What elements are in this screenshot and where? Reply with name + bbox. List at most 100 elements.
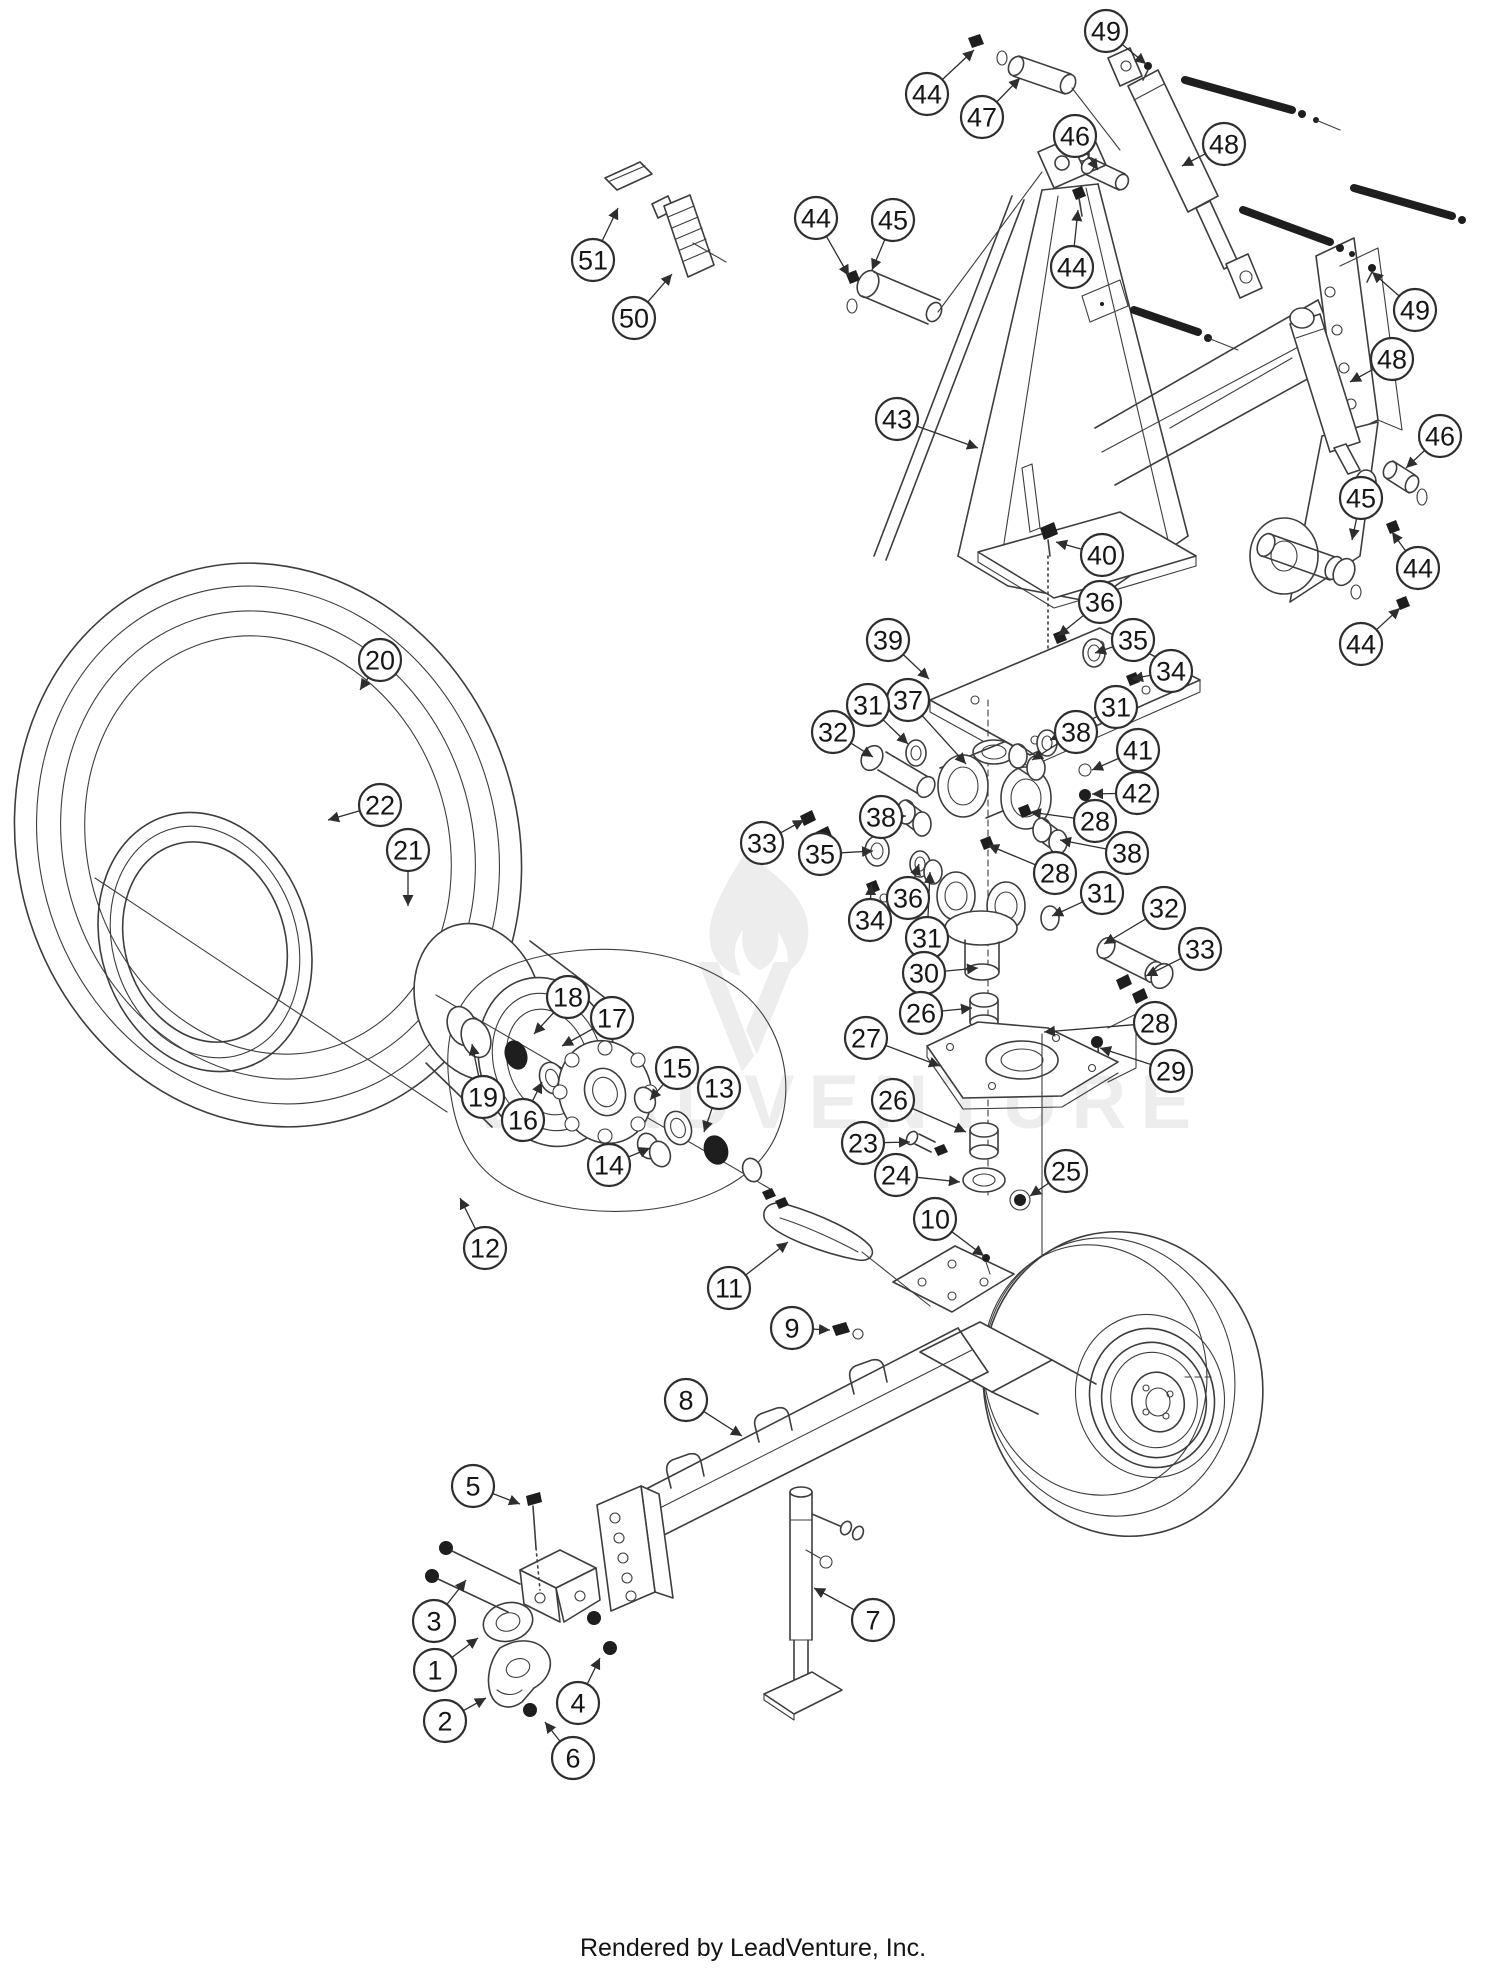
- callout-47[interactable]: 47: [959, 77, 1021, 140]
- callout-40[interactable]: 40: [1055, 532, 1125, 578]
- callout-46[interactable]: 46: [1405, 413, 1463, 469]
- balloon-circle[interactable]: [959, 94, 1005, 140]
- callout-46[interactable]: 46: [1052, 113, 1099, 171]
- balloon-circle[interactable]: [412, 1647, 458, 1693]
- balloon-circle[interactable]: [865, 617, 911, 663]
- callout-24[interactable]: 24: [873, 1152, 961, 1198]
- balloon-circle[interactable]: [847, 897, 893, 943]
- balloon-circle[interactable]: [611, 295, 657, 341]
- callout-2[interactable]: 2: [422, 1697, 487, 1744]
- callout-18[interactable]: 18: [533, 974, 591, 1035]
- balloon-circle[interactable]: [1104, 830, 1150, 876]
- balloon-circle[interactable]: [411, 1598, 457, 1644]
- balloon-circle[interactable]: [706, 1265, 752, 1311]
- balloon-circle[interactable]: [450, 1463, 496, 1509]
- callout-44[interactable]: 44: [1391, 531, 1441, 591]
- balloon-circle[interactable]: [586, 1142, 632, 1188]
- callout-37[interactable]: 37: [885, 677, 967, 765]
- balloon-circle[interactable]: [1052, 113, 1098, 159]
- callout-17[interactable]: 17: [561, 995, 635, 1047]
- callout-36[interactable]: 36: [1057, 579, 1123, 637]
- balloon-circle[interactable]: [696, 1065, 742, 1111]
- callout-28[interactable]: 28: [1043, 1000, 1178, 1046]
- balloon-circle[interactable]: [1093, 684, 1139, 730]
- balloon-circle[interactable]: [870, 1077, 916, 1123]
- balloon-circle[interactable]: [870, 197, 916, 243]
- balloon-circle[interactable]: [840, 1120, 886, 1166]
- callout-49[interactable]: 49: [1371, 271, 1438, 333]
- balloon-circle[interactable]: [1141, 885, 1187, 931]
- callout-48[interactable]: 48: [1181, 121, 1247, 167]
- balloon-circle[interactable]: [357, 637, 403, 683]
- balloon-circle[interactable]: [357, 782, 403, 828]
- callout-31[interactable]: 31: [845, 682, 909, 745]
- balloon-circle[interactable]: [1395, 545, 1441, 591]
- balloon-circle[interactable]: [550, 1735, 596, 1781]
- callout-21[interactable]: 21: [385, 827, 431, 906]
- callout-23[interactable]: 23: [840, 1120, 911, 1166]
- balloon-circle[interactable]: [1392, 287, 1438, 333]
- callout-39[interactable]: 39: [865, 617, 930, 680]
- balloon-circle[interactable]: [1338, 475, 1384, 521]
- balloon-circle[interactable]: [912, 1196, 958, 1242]
- callout-50[interactable]: 50: [611, 273, 673, 341]
- callout-33[interactable]: 33: [739, 819, 805, 866]
- balloon-circle[interactable]: [1053, 709, 1099, 755]
- callout-36[interactable]: 36: [885, 863, 931, 921]
- callout-3[interactable]: 3: [411, 1579, 467, 1644]
- callout-29[interactable]: 29: [1099, 1046, 1194, 1094]
- callout-35[interactable]: 35: [797, 831, 874, 877]
- callout-26[interactable]: 26: [898, 990, 973, 1036]
- balloon-circle[interactable]: [1110, 617, 1156, 663]
- callout-43[interactable]: 43: [874, 396, 979, 450]
- balloon-circle[interactable]: [1417, 413, 1463, 459]
- callout-1[interactable]: 1: [412, 1637, 479, 1693]
- callout-28[interactable]: 28: [987, 844, 1078, 896]
- balloon-circle[interactable]: [1148, 1048, 1194, 1094]
- callout-11[interactable]: 11: [706, 1241, 789, 1311]
- balloon-circle[interactable]: [500, 1097, 546, 1143]
- callout-42[interactable]: 42: [1091, 770, 1160, 816]
- balloon-circle[interactable]: [462, 1225, 508, 1271]
- balloon-circle[interactable]: [797, 831, 843, 877]
- callout-9[interactable]: 9: [769, 1305, 831, 1351]
- balloon-circle[interactable]: [460, 1074, 506, 1120]
- balloon-circle[interactable]: [1148, 648, 1194, 694]
- callout-4[interactable]: 4: [555, 1657, 601, 1726]
- callout-38[interactable]: 38: [1059, 830, 1150, 876]
- balloon-circle[interactable]: [845, 682, 891, 728]
- callout-5[interactable]: 5: [450, 1463, 521, 1509]
- balloon-circle[interactable]: [850, 1597, 896, 1643]
- balloon-circle[interactable]: [1072, 798, 1118, 844]
- balloon-circle[interactable]: [1032, 850, 1078, 896]
- balloon-circle[interactable]: [874, 396, 920, 442]
- callout-15[interactable]: 15: [649, 1045, 700, 1101]
- balloon-circle[interactable]: [769, 1305, 815, 1351]
- balloon-circle[interactable]: [1369, 336, 1415, 382]
- callout-16[interactable]: 16: [500, 1081, 546, 1143]
- callout-44[interactable]: 44: [793, 195, 850, 277]
- callout-27[interactable]: 27: [843, 1015, 941, 1068]
- callout-13[interactable]: 13: [696, 1065, 742, 1133]
- callout-10[interactable]: 10: [912, 1196, 985, 1257]
- balloon-circle[interactable]: [904, 71, 950, 117]
- balloon-circle[interactable]: [873, 1152, 919, 1198]
- callout-45[interactable]: 45: [870, 197, 916, 271]
- balloon-circle[interactable]: [1079, 532, 1125, 578]
- balloon-circle[interactable]: [1201, 121, 1247, 167]
- callout-19[interactable]: 19: [460, 1043, 506, 1120]
- callout-44[interactable]: 44: [1049, 209, 1095, 290]
- balloon-circle[interactable]: [1114, 770, 1160, 816]
- balloon-circle[interactable]: [1043, 1148, 1089, 1194]
- callout-51[interactable]: 51: [570, 207, 619, 283]
- balloon-circle[interactable]: [663, 1377, 709, 1423]
- callout-14[interactable]: 14: [586, 1142, 651, 1188]
- callout-32[interactable]: 32: [810, 709, 874, 758]
- callout-20[interactable]: 20: [357, 637, 403, 691]
- callout-49[interactable]: 49: [1083, 8, 1147, 65]
- callout-33[interactable]: 33: [1145, 926, 1223, 977]
- balloon-circle[interactable]: [385, 827, 431, 873]
- balloon-circle[interactable]: [793, 195, 839, 241]
- balloon-circle[interactable]: [739, 820, 785, 866]
- balloon-circle[interactable]: [545, 974, 591, 1020]
